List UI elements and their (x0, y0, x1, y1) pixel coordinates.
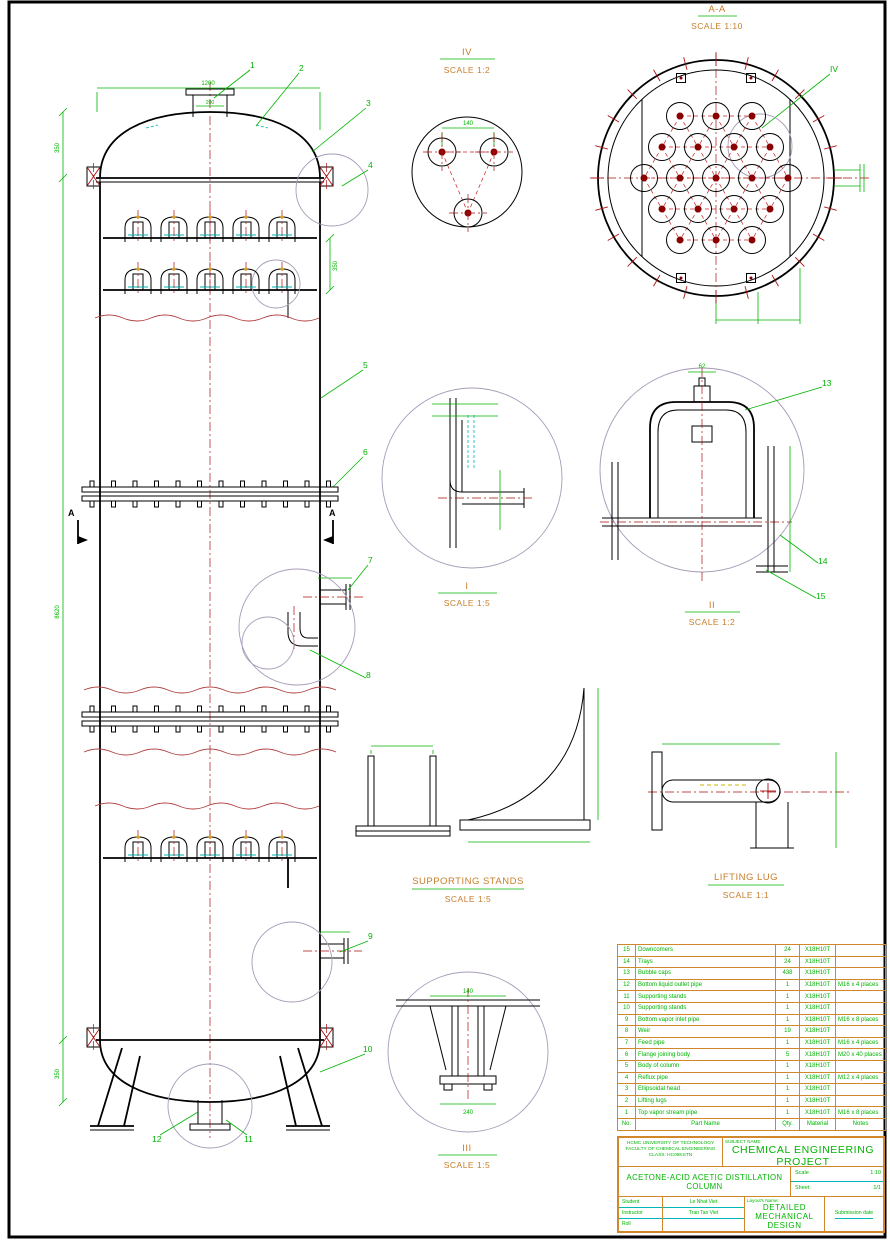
lifting-lug-title: LIFTING LUG (714, 872, 778, 883)
callout-8: 8 (366, 670, 371, 680)
lifting-lug-view: LIFTING LUG SCALE 1:1 (648, 743, 852, 900)
section-aa-scale: SCALE 1:10 (691, 21, 743, 31)
sheet-label: Sheet (795, 1184, 810, 1191)
callout-6: 6 (363, 447, 368, 457)
callout-11: 11 (244, 1134, 253, 1144)
callout-12: 12 (152, 1134, 162, 1144)
column-elevation-view: 200 (55, 81, 369, 1149)
dim-bottom-seg: 350 (55, 1068, 61, 1079)
detail-i-view: I SCALE 1:5 (381, 387, 563, 608)
instructor-name: Tran Tan Viet (663, 1208, 744, 1220)
callout-15: 15 (816, 591, 826, 601)
callout-1: 1 (250, 60, 255, 70)
detail-i-scale: SCALE 1:5 (444, 598, 491, 608)
dim-iii-bottom: 240 (463, 1110, 474, 1116)
detail-iii-scale: SCALE 1:5 (444, 1160, 491, 1170)
layout-name-line2: MECHANICAL DESIGN (755, 1212, 814, 1230)
dim-head-seg: 350 (55, 142, 61, 153)
dim-shell-seg: 8620 (55, 605, 61, 619)
supporting-stands-title: SUPPORTING STANDS (412, 876, 524, 887)
layout-label: Layout's Name: (747, 1198, 779, 1203)
dim-iv-pitch: 140 (463, 121, 474, 127)
detail-iv-title: IV (462, 47, 472, 58)
university-name: HCMC UNIVERSITY OF TECHNOLOGY (626, 1141, 715, 1146)
callout-10: 10 (363, 1044, 373, 1054)
callout-3: 3 (366, 98, 371, 108)
section-aa-title: A-A (708, 4, 726, 15)
faculty-name: FACULTY OF CHEMICAL ENGINEERING (625, 1147, 716, 1152)
generated-linework (81, 53, 841, 1051)
student-name: Le Nhat Viet (663, 1197, 744, 1209)
dim-tray-spacing: 350 (333, 260, 339, 271)
callout-4: 4 (368, 160, 373, 170)
student-label: Student (619, 1197, 662, 1209)
class-line: CLASS: HC08KSTN (648, 1153, 693, 1158)
subject-name: CHEMICAL ENGINEERING PROJECT (731, 1144, 875, 1168)
callout-14: 14 (818, 556, 828, 566)
supporting-stands-scale: SCALE 1:5 (445, 894, 492, 904)
section-mark-left: A (68, 508, 75, 518)
callout-iv: IV (830, 64, 838, 74)
callout-7: 7 (368, 555, 373, 565)
lifting-lug-scale: SCALE 1:1 (723, 890, 770, 900)
detail-iii-view: 140 240 III SCALE 1:5 (387, 971, 549, 1170)
elevation-callouts: 1 2 3 4 5 6 7 8 9 10 11 12 (152, 60, 373, 1144)
callout-2: 2 (299, 63, 304, 73)
callout-9: 9 (368, 931, 373, 941)
roll-label: Roll (622, 1221, 631, 1228)
supporting-stands-view: SUPPORTING STANDS SCALE 1:5 (355, 687, 599, 904)
detail-ii-view: 62 13 14 15 II SCALE 1:2 (599, 364, 832, 627)
title-block: HCMC UNIVERSITY OF TECHNOLOGY FACULTY OF… (617, 1136, 885, 1233)
scale-value: 1:10 (870, 1170, 881, 1176)
callout-5: 5 (363, 360, 368, 370)
submission-date-label: Submission date (834, 1210, 874, 1219)
dim-ii-top: 62 (699, 364, 706, 370)
detail-iii-title: III (462, 1143, 471, 1154)
callout-13: 13 (822, 378, 832, 388)
dim-top-nozzle: 200 (206, 100, 215, 106)
layout-name-line1: DETAILED (762, 1203, 807, 1212)
section-mark-right: A (329, 508, 336, 518)
detail-ii-title: II (709, 600, 715, 611)
drawing-title: ACETONE-ACID ACETIC DISTILLATION COLUMN (626, 1172, 783, 1191)
detail-iv-scale: SCALE 1:2 (444, 65, 491, 75)
detail-ii-scale: SCALE 1:2 (689, 617, 736, 627)
detail-i-title: I (465, 581, 468, 592)
dim-iii-top: 140 (463, 989, 474, 995)
sheet-value: 1/1 (873, 1184, 881, 1191)
dim-top-width: 1200 (201, 81, 215, 87)
subject-label: SUBJECT NAME: (725, 1139, 762, 1144)
instructor-label: Instructor (619, 1208, 662, 1220)
scale-label: Scale (795, 1170, 809, 1176)
